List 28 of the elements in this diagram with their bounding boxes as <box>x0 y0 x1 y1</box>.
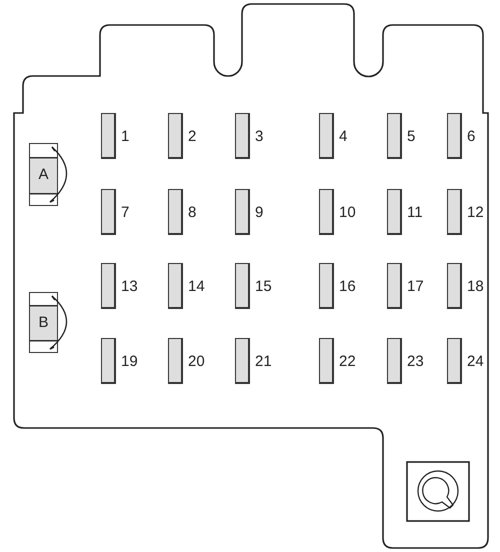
fuse-number: 13 <box>121 278 138 295</box>
fuse-number: 15 <box>255 278 272 295</box>
fuse-number: 22 <box>339 353 356 370</box>
fuse-number: 23 <box>407 353 424 370</box>
fuse-number: 10 <box>339 204 356 221</box>
fuse-number: 2 <box>188 128 196 145</box>
fuse-number: 19 <box>121 353 138 370</box>
fuse-number: 16 <box>339 278 356 295</box>
fuse-number: 21 <box>255 353 272 370</box>
fuse-number: 18 <box>467 278 484 295</box>
fuse-number: 5 <box>407 128 416 145</box>
fuse-number: 7 <box>121 204 130 221</box>
fuse-number: 3 <box>255 128 264 145</box>
fuse-number: 12 <box>467 204 484 221</box>
fuse-number: 14 <box>188 278 205 295</box>
relay <box>29 292 58 353</box>
fuse-number: 4 <box>339 128 348 145</box>
fuse-number: 20 <box>188 353 205 370</box>
fuse-number: 9 <box>255 204 264 221</box>
relay <box>29 143 58 206</box>
fuse-number: 11 <box>407 204 423 221</box>
fuse-number: 24 <box>467 353 484 370</box>
fuse-number: 8 <box>188 204 196 221</box>
fuse-number: 1 <box>121 128 130 145</box>
fuse-number: 6 <box>467 128 476 145</box>
relay-label: A <box>37 166 50 183</box>
relay-label: B <box>37 314 50 330</box>
fuse-number: 17 <box>407 278 424 295</box>
